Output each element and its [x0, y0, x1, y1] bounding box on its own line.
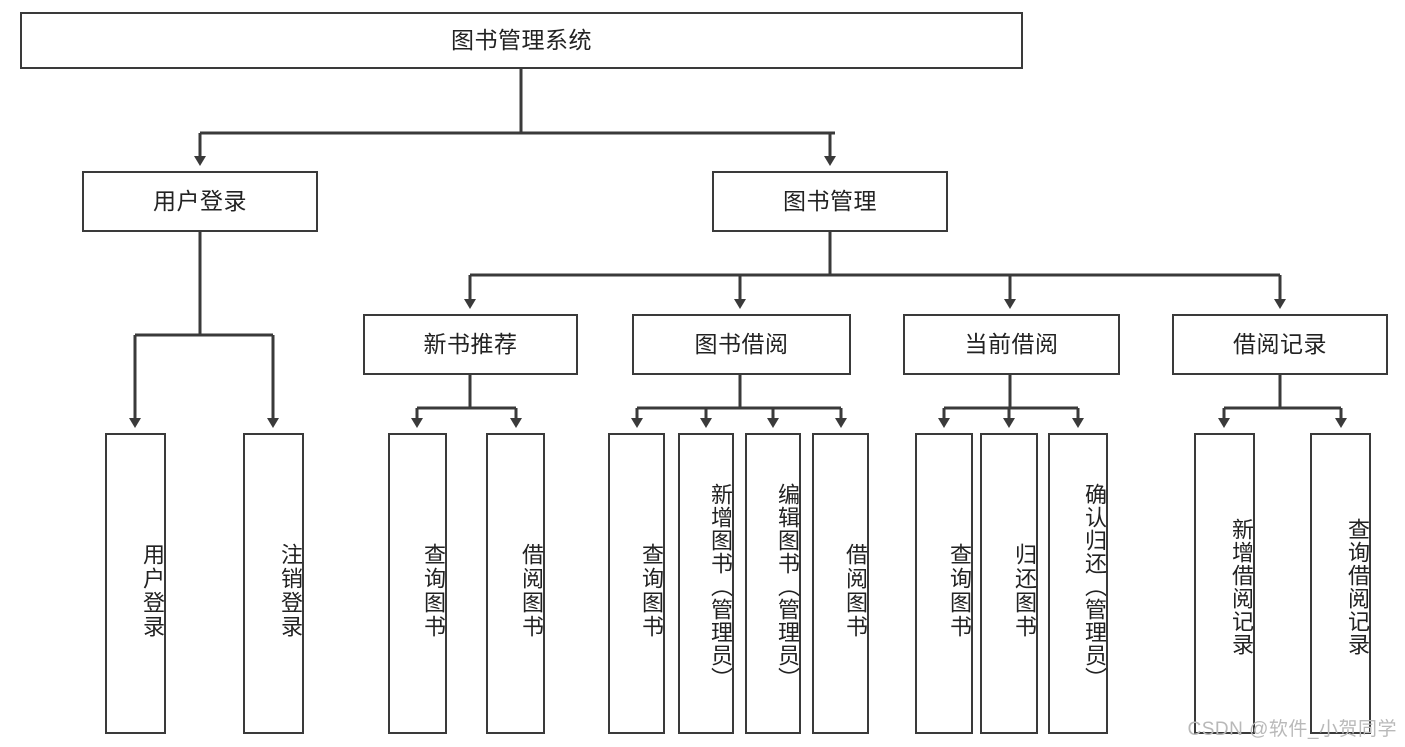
node-book-borrow[interactable]: 图书借阅 — [632, 314, 851, 375]
leaf-add-book-admin[interactable]: 新增图书（管理员） — [678, 433, 734, 734]
leaf-confirm-return-admin-label: 确认归还（管理员） — [1082, 483, 1107, 690]
leaf-borrow-book-recommend-label: 借阅图书 — [519, 542, 544, 639]
leaf-user-login-label: 用户登录 — [140, 542, 165, 639]
leaf-query-book-recommend-label: 查询图书 — [421, 542, 446, 639]
node-borrow-record[interactable]: 借阅记录 — [1172, 314, 1388, 375]
leaf-query-book-current-label: 查询图书 — [947, 542, 972, 639]
leaf-logout-label: 注销登录 — [278, 542, 303, 639]
leaf-confirm-return-admin[interactable]: 确认归还（管理员） — [1048, 433, 1108, 734]
node-current-borrow-label: 当前借阅 — [964, 330, 1059, 357]
node-book-management-label: 图书管理 — [783, 187, 877, 214]
leaf-add-book-admin-label: 新增图书（管理员） — [708, 483, 733, 690]
node-new-book-recommend-label: 新书推荐 — [423, 330, 518, 357]
leaf-query-book-borrow[interactable]: 查询图书 — [608, 433, 665, 734]
leaf-query-book-borrow-label: 查询图书 — [639, 542, 664, 639]
node-root-label: 图书管理系统 — [451, 26, 592, 53]
leaf-add-borrow-record[interactable]: 新增借阅记录 — [1194, 433, 1255, 734]
leaf-borrow-book-recommend[interactable]: 借阅图书 — [486, 433, 545, 734]
leaf-query-book-recommend[interactable]: 查询图书 — [388, 433, 447, 734]
leaf-query-borrow-record[interactable]: 查询借阅记录 — [1310, 433, 1371, 734]
node-borrow-record-label: 借阅记录 — [1233, 330, 1327, 357]
node-current-borrow[interactable]: 当前借阅 — [903, 314, 1120, 375]
node-user-login[interactable]: 用户登录 — [82, 171, 318, 232]
leaf-return-book[interactable]: 归还图书 — [980, 433, 1038, 734]
node-user-login-label: 用户登录 — [153, 187, 247, 214]
node-book-management[interactable]: 图书管理 — [712, 171, 948, 232]
leaf-user-login[interactable]: 用户登录 — [105, 433, 166, 734]
leaf-edit-book-admin[interactable]: 编辑图书（管理员） — [745, 433, 801, 734]
leaf-query-book-current[interactable]: 查询图书 — [915, 433, 973, 734]
node-root[interactable]: 图书管理系统 — [20, 12, 1023, 69]
leaf-logout[interactable]: 注销登录 — [243, 433, 304, 734]
watermark: CSDN @软件_小贺同学 — [1187, 719, 1397, 740]
leaf-borrow-book[interactable]: 借阅图书 — [812, 433, 869, 734]
leaf-add-borrow-record-label: 新增借阅记录 — [1229, 517, 1254, 656]
node-new-book-recommend[interactable]: 新书推荐 — [363, 314, 578, 375]
leaf-query-borrow-record-label: 查询借阅记录 — [1345, 517, 1370, 656]
leaf-return-book-label: 归还图书 — [1012, 542, 1037, 639]
leaf-borrow-book-label: 借阅图书 — [843, 542, 868, 639]
leaf-edit-book-admin-label: 编辑图书（管理员） — [775, 483, 800, 690]
node-book-borrow-label: 图书借阅 — [694, 330, 789, 357]
